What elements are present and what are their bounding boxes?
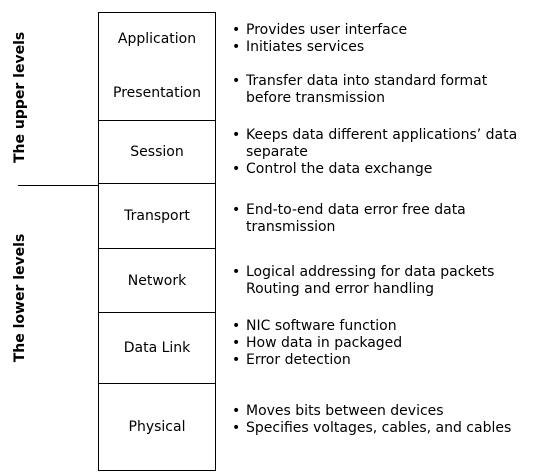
layer-name: Physical <box>128 419 186 435</box>
layer-application: Application <box>98 12 216 66</box>
description-bullet: Transfer data into standard format <box>230 73 487 90</box>
layer-name: Session <box>130 144 184 160</box>
description-bullet: Moves bits between devices <box>230 403 511 420</box>
description-bullet: Logical addressing for data packets <box>230 264 494 281</box>
layer-name: Presentation <box>113 84 201 101</box>
presentation-description: Transfer data into standard format befor… <box>230 73 487 107</box>
layer-network: Network <box>98 249 216 313</box>
description-bullet: End-to-end data error free data <box>230 202 466 219</box>
description-continuation: transmission <box>246 219 336 235</box>
layer-physical: Physical <box>98 384 216 471</box>
description-bullet: Error detection <box>230 352 402 369</box>
description-bullet: Initiates services <box>230 39 407 56</box>
description-continuation: before transmission <box>246 90 385 106</box>
session-description: Keeps data different applications’ data … <box>230 127 517 178</box>
layer-session: Session <box>98 121 216 184</box>
transport-description: End-to-end data error free data transmis… <box>230 202 466 236</box>
upper-levels-label: The upper levels <box>12 31 28 163</box>
layer-name: Application <box>117 31 197 47</box>
application-description: Provides user interface Initiates servic… <box>230 22 407 56</box>
layer-name: Transport <box>124 208 190 224</box>
description-bullet: Control the data exchange <box>230 161 517 178</box>
description-continuation: separate <box>246 144 308 160</box>
description-bullet: How data in packaged <box>230 335 402 352</box>
description-bullet: Specifies voltages, cables, and cables <box>230 420 511 437</box>
levels-divider-line <box>18 185 102 186</box>
description-bullet: Keeps data different applications’ data <box>230 127 517 144</box>
description-bullet: Provides user interface <box>230 22 407 39</box>
layer-name: Network <box>127 272 187 289</box>
layer-transport: Transport <box>98 184 216 249</box>
description-continuation: Routing and error handling <box>246 281 435 297</box>
lower-levels-label: The lower levels <box>12 233 28 363</box>
network-description: Logical addressing for data packets Rout… <box>230 264 494 298</box>
description-bullet: NIC software function <box>230 318 402 335</box>
data-link-description: NIC software function How data in packag… <box>230 318 402 369</box>
layer-data-link: Data Link <box>98 313 216 384</box>
physical-description: Moves bits between devices Specifies vol… <box>230 403 511 437</box>
layer-name: Data Link <box>123 340 191 356</box>
layer-presentation: Presentation <box>98 65 216 121</box>
